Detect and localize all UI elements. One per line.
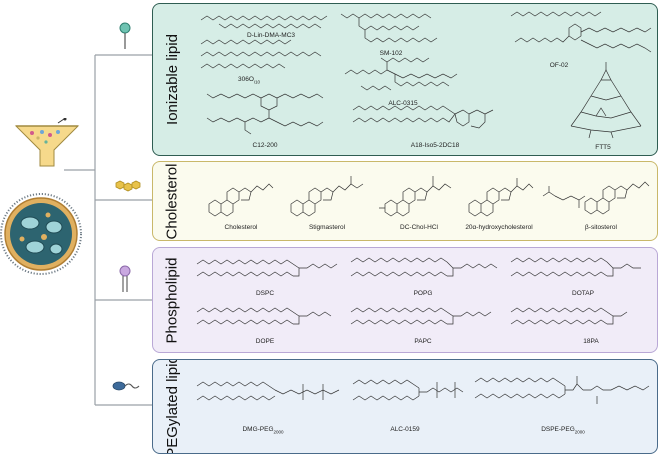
molecule-structure	[196, 307, 332, 325]
molecule-structure	[340, 13, 438, 43]
panel-header: PEGylated lipid	[153, 360, 191, 453]
ionizable-lipid-panel: Ionizable lipid D-Lin-DMA-MC3 SM-102 OF-…	[152, 3, 658, 156]
phospholipid-icon	[119, 265, 131, 292]
molecule-label: 306Oi10	[238, 76, 260, 84]
molecule-structure	[352, 379, 464, 401]
category-title: Phospholipid	[163, 257, 181, 343]
molecule-structure	[510, 257, 641, 277]
molecule-label: DOTAP	[572, 290, 594, 297]
molecule-structure	[510, 11, 652, 53]
molecule-structure	[350, 307, 492, 325]
molecule-structure	[468, 178, 534, 217]
molecule-label: 18PA	[583, 338, 599, 345]
cholesterol-panel: Cholesterol Cholesterol Stigmasterol DC-…	[152, 161, 658, 241]
molecule-subscript: i10	[253, 79, 260, 85]
molecule-label: A18-Iso5-2DC18	[410, 142, 460, 149]
molecule-structure	[542, 181, 650, 215]
panel-header: Cholesterol	[153, 162, 191, 240]
category-title: Ionizable lipid	[163, 34, 181, 125]
molecule-label: Stigmasterol	[308, 224, 346, 231]
molecule-label: SM-102	[379, 50, 403, 57]
molecule-label: 20α-hydroxycholesterol	[465, 224, 533, 231]
molecule-label: DSPE-PEG2000	[541, 426, 585, 434]
category-title: Cholesterol	[163, 163, 181, 239]
molecule-structure	[352, 105, 494, 129]
molecule-structure	[196, 259, 338, 277]
molecule-structure	[350, 257, 498, 277]
pegylated-lipid-panel: PEGylated lipid DMG-PEG2000 ALC-0159 DSP…	[152, 359, 658, 454]
category-title: PEGylated lipid	[163, 359, 181, 454]
panel-header: Ionizable lipid	[153, 4, 191, 155]
cholesterol-icon	[115, 180, 141, 192]
molecule-label: β-sitosterol	[585, 224, 617, 231]
peg-lipid-icon	[112, 381, 140, 391]
molecule-label: DC-Chol-HCl	[400, 224, 438, 231]
molecule-structure	[208, 183, 274, 217]
molecule-label: D-Lin-DMA-MC3	[246, 32, 296, 39]
molecule-label-text: 306O	[238, 76, 254, 83]
molecule-structure	[200, 15, 328, 29]
phospholipid-panel: Phospholipid DSPC POPG DOTAP DOPE PAPC 1…	[152, 247, 658, 353]
molecule-label: POPG	[413, 290, 433, 297]
molecule-label: DMG-PEG2000	[242, 426, 283, 434]
molecule-label: PAPC	[414, 338, 432, 345]
molecule-subscript: 2000	[574, 429, 585, 435]
molecule-structure	[206, 93, 324, 135]
ionizable-lipid-icon	[119, 22, 131, 49]
funnel-icon	[14, 118, 80, 167]
molecule-structure	[196, 381, 340, 401]
molecule-label: ALC-0159	[390, 426, 420, 433]
panel-header: Phospholipid	[153, 248, 191, 352]
molecule-structure	[474, 376, 650, 404]
molecule-structure	[200, 39, 322, 69]
molecule-label: OF-02	[549, 62, 569, 69]
molecule-label: DSPC	[255, 290, 275, 297]
molecule-label: FTT5	[595, 144, 611, 151]
molecule-structure	[290, 176, 364, 217]
molecule-label: C12-200	[252, 142, 278, 149]
lnp-nanoparticle-icon	[0, 193, 82, 275]
molecule-structure	[570, 62, 642, 139]
molecule-label: ALC-0315	[388, 100, 418, 107]
molecule-label-text: DMG-PEG	[242, 426, 274, 433]
molecule-label-text: DSPE-PEG	[541, 426, 575, 433]
molecule-structure	[344, 57, 458, 91]
molecule-label: DOPE	[255, 338, 275, 345]
molecule-structure	[379, 176, 452, 217]
molecule-subscript: 2000	[273, 429, 284, 435]
molecule-structure	[510, 307, 628, 325]
molecule-label: Cholesterol	[224, 224, 258, 231]
